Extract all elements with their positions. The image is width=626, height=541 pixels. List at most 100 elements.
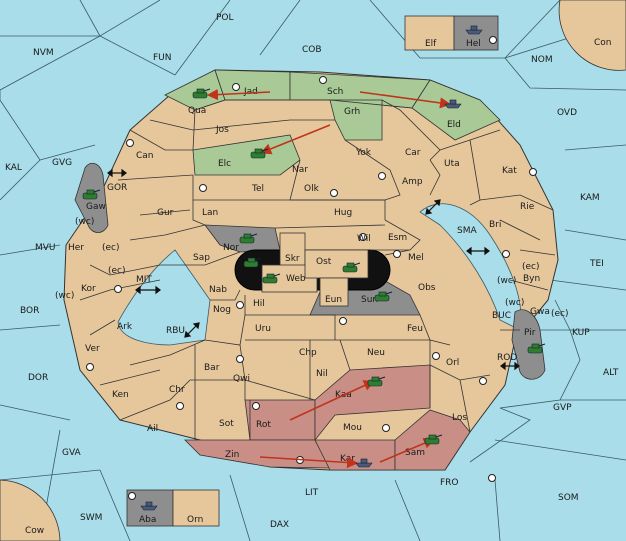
sea-label: KAL	[5, 163, 22, 173]
fleet-ship-icon[interactable]	[355, 458, 373, 468]
supply-center-icon	[382, 424, 390, 432]
sea-label: BUC	[492, 311, 511, 321]
army-tank-icon[interactable]	[424, 434, 443, 445]
double-arrow-icon	[425, 199, 441, 215]
army-tank-icon[interactable]	[374, 291, 393, 302]
army-tank-icon[interactable]	[342, 262, 361, 273]
region-label: Ver	[85, 344, 100, 354]
sea-label: MIT	[136, 275, 152, 285]
region-label: Hel	[466, 39, 481, 49]
coast-label: (wc)	[55, 291, 74, 301]
supply-center-icon	[236, 355, 244, 363]
supply-center-icon	[489, 36, 497, 44]
coast-label: (ec)	[102, 243, 120, 253]
coast-label: (wc)	[497, 276, 516, 286]
sea-label: DAX	[270, 520, 289, 530]
sea-label: COB	[302, 45, 322, 55]
region-label: Amp	[402, 177, 423, 187]
region-Cow[interactable]	[0, 479, 61, 541]
region-Grh[interactable]	[329, 99, 383, 141]
sea-label: NOM	[531, 55, 553, 65]
army-tank-icon[interactable]	[527, 343, 546, 354]
region-label: Bar	[204, 363, 220, 373]
region-label: Con	[594, 38, 612, 48]
move-arrow	[260, 124, 331, 155]
region-label: Web	[286, 274, 306, 284]
region-label: Ost	[316, 257, 332, 267]
region-label: Uta	[444, 159, 460, 169]
region-label: Her	[68, 243, 84, 253]
units	[82, 25, 546, 511]
supply-center-icon	[432, 352, 440, 360]
region-label: Nar	[292, 165, 308, 175]
region-Pir[interactable]	[511, 309, 546, 380]
sea-labels: POL NVM FUN COB NOM OVD KAL GVG GOR MVU …	[5, 13, 619, 536]
corner-box-labels: Elf Hel Aba Orn	[139, 39, 481, 525]
region-label: Ark	[117, 322, 133, 332]
army-tank-icon[interactable]	[250, 148, 269, 159]
sea-label: GOR	[107, 183, 127, 193]
region-Elf[interactable]	[404, 15, 455, 51]
region-label: Kor	[81, 284, 96, 294]
army-tank-icon[interactable]	[239, 233, 258, 244]
sea-label: ROD	[497, 353, 517, 363]
sea-label: BOR	[20, 306, 39, 316]
region-label: Elc	[218, 159, 231, 169]
coast-label: (ec)	[522, 262, 540, 272]
crossing-arrows	[107, 168, 520, 371]
region-label: Ail	[147, 424, 158, 434]
region-Eld[interactable]	[411, 79, 501, 141]
region-label: Uru	[255, 324, 271, 334]
region-Con[interactable]	[558, 0, 626, 71]
region-label: Eun	[325, 295, 342, 305]
supply-center-icon	[252, 402, 260, 410]
sea-label: LIT	[305, 488, 319, 498]
region-label: Sot	[219, 419, 234, 429]
sea-label: NVM	[33, 48, 54, 58]
army-tank-icon[interactable]	[243, 257, 262, 268]
army-tank-icon[interactable]	[82, 189, 101, 200]
region-Elc[interactable]	[192, 134, 301, 176]
supply-center-icon	[393, 250, 401, 258]
sea-label: SOM	[558, 493, 579, 503]
army-tank-icon[interactable]	[192, 88, 211, 99]
region-label: Gaw	[86, 202, 106, 212]
region-label: Mel	[408, 253, 424, 263]
region-label: Orl	[446, 358, 459, 368]
region-label: Mou	[343, 423, 362, 433]
region-Orn[interactable]	[172, 489, 220, 527]
coast-label: (ec)	[108, 266, 126, 276]
sea-label: GVA	[62, 448, 82, 458]
coast-labels: (wc) (ec) (ec) (wc) (wc) (ec) (wc) (ec)	[55, 217, 569, 319]
supply-center-icon	[378, 172, 386, 180]
sea-label: MVU	[35, 243, 56, 253]
region-Skr[interactable]	[279, 232, 306, 269]
region-label: Sch	[327, 87, 343, 97]
region-label: Qua	[188, 106, 206, 116]
region-label: Chp	[299, 348, 317, 358]
move-arrow	[259, 456, 359, 469]
coast-label: (wc)	[505, 298, 524, 308]
region-label: Neu	[367, 348, 385, 358]
army-tank-icon[interactable]	[262, 273, 281, 284]
region-label: Pir	[524, 328, 536, 338]
fleet-ship-icon[interactable]	[465, 25, 483, 35]
supply-center-icon	[128, 492, 136, 500]
region-label: Los	[452, 413, 467, 423]
supply-center-icon	[236, 301, 244, 309]
region-Eun[interactable]	[319, 277, 349, 307]
region-label: Rot	[256, 420, 271, 430]
region-label: Aba	[139, 515, 156, 525]
region-label: Sam	[405, 448, 425, 458]
fleet-ship-icon[interactable]	[444, 99, 462, 109]
army-tank-icon[interactable]	[367, 376, 386, 387]
fleet-ship-icon[interactable]	[140, 501, 158, 511]
region-label: Esm	[388, 233, 407, 243]
sea-label: RBU	[166, 326, 185, 336]
lagoon-SMA	[419, 203, 522, 331]
coast-label: (wc)	[75, 217, 94, 227]
move-arrow	[206, 89, 271, 101]
region-label: Orn	[187, 515, 203, 525]
region-Hel[interactable]	[453, 15, 499, 51]
